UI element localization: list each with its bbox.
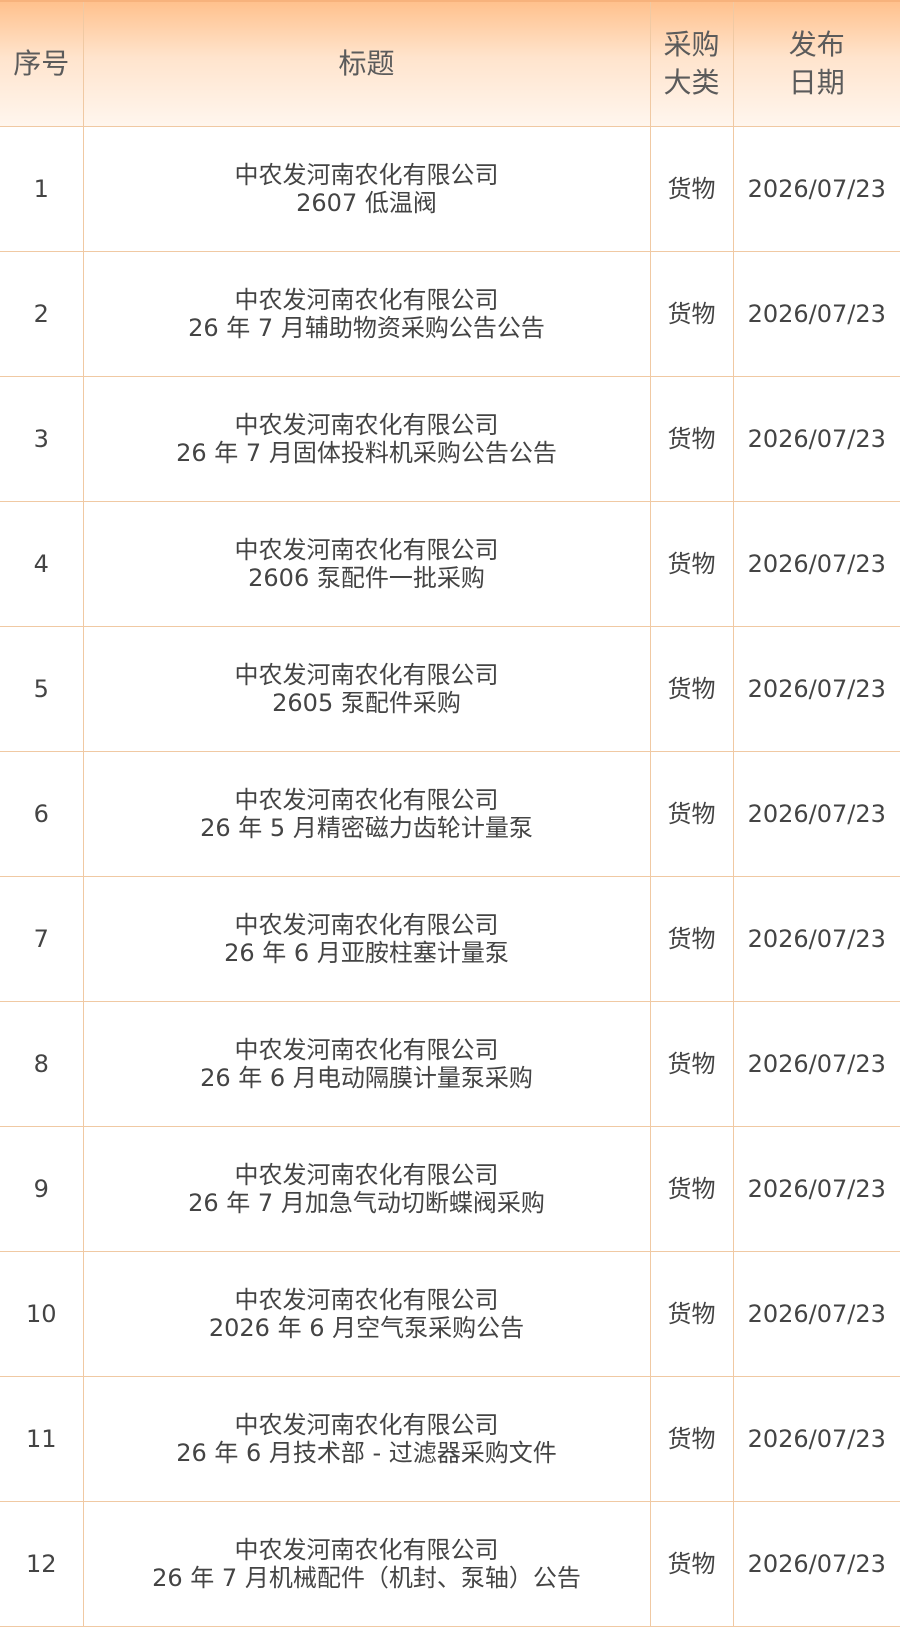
row-date: 2026/07/23 xyxy=(733,376,900,501)
row-category: 货物 xyxy=(650,626,733,751)
row-title-link[interactable]: 中农发河南农化有限公司 26 年 5 月精密磁力齿轮计量泵 xyxy=(83,751,650,876)
table-row[interactable]: 1 中农发河南农化有限公司 2607 低温阀 货物 2026/07/23 xyxy=(0,126,900,251)
row-title-subject: 2606 泵配件一批采购 xyxy=(84,564,650,592)
row-date: 2026/07/23 xyxy=(733,1126,900,1251)
row-category: 货物 xyxy=(650,251,733,376)
row-category: 货物 xyxy=(650,376,733,501)
table-row[interactable]: 8 中农发河南农化有限公司 26 年 6 月电动隔膜计量泵采购 货物 2026/… xyxy=(0,1001,900,1126)
row-index: 10 xyxy=(0,1251,83,1376)
row-index: 12 xyxy=(0,1501,83,1626)
row-category: 货物 xyxy=(650,1126,733,1251)
row-title-subject: 26 年 5 月精密磁力齿轮计量泵 xyxy=(84,814,650,842)
row-title-subject: 26 年 6 月技术部 - 过滤器采购文件 xyxy=(84,1439,650,1467)
table-row[interactable]: 5 中农发河南农化有限公司 2605 泵配件采购 货物 2026/07/23 xyxy=(0,626,900,751)
row-index: 9 xyxy=(0,1126,83,1251)
row-title-subject: 26 年 6 月亚胺柱塞计量泵 xyxy=(84,939,650,967)
row-title-link[interactable]: 中农发河南农化有限公司 26 年 7 月辅助物资采购公告公告 xyxy=(83,251,650,376)
row-title-subject: 26 年 7 月固体投料机采购公告公告 xyxy=(84,439,650,467)
row-date: 2026/07/23 xyxy=(733,251,900,376)
row-title-link[interactable]: 中农发河南农化有限公司 2026 年 6 月空气泵采购公告 xyxy=(83,1251,650,1376)
row-date: 2026/07/23 xyxy=(733,1251,900,1376)
header-category: 采购 大类 xyxy=(650,1,733,126)
row-title-link[interactable]: 中农发河南农化有限公司 26 年 6 月技术部 - 过滤器采购文件 xyxy=(83,1376,650,1501)
row-date: 2026/07/23 xyxy=(733,626,900,751)
row-title-company: 中农发河南农化有限公司 xyxy=(84,536,650,564)
row-title-subject: 26 年 7 月机械配件（机封、泵轴）公告 xyxy=(84,1564,650,1592)
row-title-company: 中农发河南农化有限公司 xyxy=(84,286,650,314)
row-title-subject: 26 年 7 月辅助物资采购公告公告 xyxy=(84,314,650,342)
row-index: 4 xyxy=(0,501,83,626)
row-title-subject: 26 年 7 月加急气动切断蝶阀采购 xyxy=(84,1189,650,1217)
row-title-company: 中农发河南农化有限公司 xyxy=(84,661,650,689)
table-row[interactable]: 3 中农发河南农化有限公司 26 年 7 月固体投料机采购公告公告 货物 202… xyxy=(0,376,900,501)
row-title-link[interactable]: 中农发河南农化有限公司 26 年 6 月电动隔膜计量泵采购 xyxy=(83,1001,650,1126)
row-title-link[interactable]: 中农发河南农化有限公司 26 年 6 月亚胺柱塞计量泵 xyxy=(83,876,650,1001)
row-title-link[interactable]: 中农发河南农化有限公司 2605 泵配件采购 xyxy=(83,626,650,751)
row-index: 8 xyxy=(0,1001,83,1126)
row-title-company: 中农发河南农化有限公司 xyxy=(84,161,650,189)
row-index: 6 xyxy=(0,751,83,876)
row-title-subject: 2605 泵配件采购 xyxy=(84,689,650,717)
row-index: 5 xyxy=(0,626,83,751)
table-header: 序号 标题 采购 大类 发布 日期 xyxy=(0,1,900,126)
table-row[interactable]: 7 中农发河南农化有限公司 26 年 6 月亚胺柱塞计量泵 货物 2026/07… xyxy=(0,876,900,1001)
header-row: 序号 标题 采购 大类 发布 日期 xyxy=(0,1,900,126)
row-category: 货物 xyxy=(650,876,733,1001)
row-index: 2 xyxy=(0,251,83,376)
header-index: 序号 xyxy=(0,1,83,126)
row-category: 货物 xyxy=(650,751,733,876)
row-title-link[interactable]: 中农发河南农化有限公司 2606 泵配件一批采购 xyxy=(83,501,650,626)
header-category-line-2: 大类 xyxy=(651,64,733,102)
header-category-line-1: 采购 xyxy=(651,26,733,64)
row-category: 货物 xyxy=(650,126,733,251)
row-title-company: 中农发河南农化有限公司 xyxy=(84,411,650,439)
row-title-link[interactable]: 中农发河南农化有限公司 26 年 7 月固体投料机采购公告公告 xyxy=(83,376,650,501)
row-title-link[interactable]: 中农发河南农化有限公司 26 年 7 月加急气动切断蝶阀采购 xyxy=(83,1126,650,1251)
row-title-subject: 2026 年 6 月空气泵采购公告 xyxy=(84,1314,650,1342)
row-title-company: 中农发河南农化有限公司 xyxy=(84,1286,650,1314)
row-title-link[interactable]: 中农发河南农化有限公司 26 年 7 月机械配件（机封、泵轴）公告 xyxy=(83,1501,650,1626)
row-category: 货物 xyxy=(650,1251,733,1376)
header-title: 标题 xyxy=(83,1,650,126)
row-date: 2026/07/23 xyxy=(733,501,900,626)
row-title-company: 中农发河南农化有限公司 xyxy=(84,1036,650,1064)
row-title-link[interactable]: 中农发河南农化有限公司 2607 低温阀 xyxy=(83,126,650,251)
header-date: 发布 日期 xyxy=(733,1,900,126)
row-title-subject: 26 年 6 月电动隔膜计量泵采购 xyxy=(84,1064,650,1092)
table-row[interactable]: 11 中农发河南农化有限公司 26 年 6 月技术部 - 过滤器采购文件 货物 … xyxy=(0,1376,900,1501)
header-date-line-1: 发布 xyxy=(734,26,900,64)
row-date: 2026/07/23 xyxy=(733,1501,900,1626)
table-row[interactable]: 12 中农发河南农化有限公司 26 年 7 月机械配件（机封、泵轴）公告 货物 … xyxy=(0,1501,900,1626)
row-index: 3 xyxy=(0,376,83,501)
row-date: 2026/07/23 xyxy=(733,1001,900,1126)
row-date: 2026/07/23 xyxy=(733,126,900,251)
row-category: 货物 xyxy=(650,1001,733,1126)
row-index: 7 xyxy=(0,876,83,1001)
header-date-line-2: 日期 xyxy=(734,64,900,102)
table-row[interactable]: 2 中农发河南农化有限公司 26 年 7 月辅助物资采购公告公告 货物 2026… xyxy=(0,251,900,376)
row-title-subject: 2607 低温阀 xyxy=(84,189,650,217)
table-row[interactable]: 10 中农发河南农化有限公司 2026 年 6 月空气泵采购公告 货物 2026… xyxy=(0,1251,900,1376)
row-category: 货物 xyxy=(650,1501,733,1626)
row-date: 2026/07/23 xyxy=(733,751,900,876)
row-index: 11 xyxy=(0,1376,83,1501)
row-title-company: 中农发河南农化有限公司 xyxy=(84,1161,650,1189)
row-title-company: 中农发河南农化有限公司 xyxy=(84,786,650,814)
table-row[interactable]: 4 中农发河南农化有限公司 2606 泵配件一批采购 货物 2026/07/23 xyxy=(0,501,900,626)
row-category: 货物 xyxy=(650,501,733,626)
table-row[interactable]: 6 中农发河南农化有限公司 26 年 5 月精密磁力齿轮计量泵 货物 2026/… xyxy=(0,751,900,876)
row-date: 2026/07/23 xyxy=(733,1376,900,1501)
row-category: 货物 xyxy=(650,1376,733,1501)
table-row[interactable]: 9 中农发河南农化有限公司 26 年 7 月加急气动切断蝶阀采购 货物 2026… xyxy=(0,1126,900,1251)
row-index: 1 xyxy=(0,126,83,251)
row-date: 2026/07/23 xyxy=(733,876,900,1001)
row-title-company: 中农发河南农化有限公司 xyxy=(84,911,650,939)
table-body: 1 中农发河南农化有限公司 2607 低温阀 货物 2026/07/23 2 中… xyxy=(0,126,900,1626)
row-title-company: 中农发河南农化有限公司 xyxy=(84,1411,650,1439)
row-title-company: 中农发河南农化有限公司 xyxy=(84,1536,650,1564)
